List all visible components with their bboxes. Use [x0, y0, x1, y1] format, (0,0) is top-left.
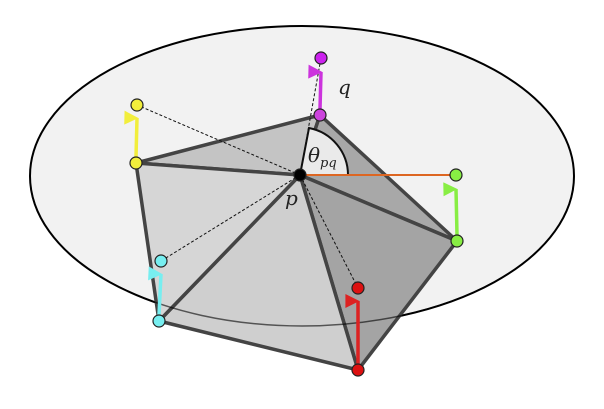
green-arrow: [443, 182, 459, 236]
label-q: q: [338, 75, 351, 99]
label-theta: θpq: [308, 143, 337, 171]
yellow-arrow: [124, 110, 139, 158]
green-vertex: [450, 234, 464, 248]
dashed-cyan: [160, 174, 301, 262]
dashed-yellow: [136, 104, 301, 176]
center-vertex-p: [293, 168, 307, 182]
face-cyan-yellow: [134, 161, 302, 323]
yellow-vertex: [129, 156, 143, 170]
green-lifted-point: [449, 168, 463, 182]
ellipse-front-edge: [29, 175, 575, 327]
red-lifted-point: [351, 281, 365, 295]
cyan-vertex: [152, 314, 166, 328]
cyan-lifted-point: [154, 254, 168, 268]
angle-arc: [298, 126, 350, 176]
red-vertex: [351, 363, 365, 377]
theta-symbol: θ: [308, 143, 320, 167]
magenta-vertex-q: [313, 108, 327, 122]
yellow-lifted-point: [130, 98, 144, 112]
dashed-red: [299, 174, 359, 289]
label-p: p: [285, 186, 298, 210]
theta-subscript: pq: [320, 156, 337, 171]
magenta-lifted-point: [314, 51, 328, 65]
cyan-arrow: [148, 266, 163, 316]
magenta-arrow: [308, 64, 323, 110]
